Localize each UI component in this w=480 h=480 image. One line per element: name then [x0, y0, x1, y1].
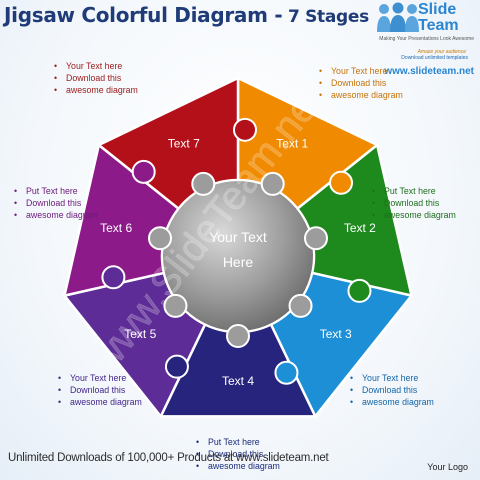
puzzle-knob-4 [164, 354, 189, 379]
callout-top-left-line3: awesome diagram [54, 84, 138, 96]
callout-mid-left-line1: Put Text here [14, 185, 98, 197]
callout-top-left-line1: Your Text here [54, 60, 138, 72]
callout-bottom-center-line3: awesome diagram [196, 460, 280, 472]
piece-label-6: Text 6 [100, 221, 132, 235]
logo-amaze: Amaze your audience [417, 49, 466, 55]
center-hub-knobs [148, 171, 328, 348]
piece-label-4: Text 4 [222, 374, 254, 388]
logo-brand-line2: Team [418, 17, 459, 34]
hub-knob-2 [303, 226, 328, 251]
center-text-line1: Your Text [209, 229, 267, 245]
hub-knob-7 [191, 171, 216, 196]
piece-label-5: Text 5 [124, 327, 156, 341]
callout-mid-right-line1: Put Text here [372, 185, 456, 197]
callout-mid-left-line2: Download this [14, 197, 98, 209]
logo-url: www.slideteam.net [384, 66, 474, 77]
page-title: Jigsaw Colorful Diagram - 7 Stages [4, 3, 369, 27]
logo-download: Download unlimited templates [401, 55, 468, 61]
people-icon [377, 2, 419, 32]
piece-label-2: Text 2 [344, 221, 376, 235]
hub-knob-6 [148, 226, 173, 251]
callout-top-left: Your Text here Download this awesome dia… [54, 60, 138, 96]
callout-top-right-line3: awesome diagram [319, 89, 403, 101]
callout-bottom-right-line1: Your Text here [350, 372, 434, 384]
callout-top-right: Your Text here Download this awesome dia… [319, 65, 403, 101]
piece-label-3: Text 3 [320, 327, 352, 341]
callout-bottom-left-line2: Download this [58, 384, 142, 396]
puzzle-knob-2 [347, 278, 372, 303]
callout-bottom-right: Your Text here Download this awesome dia… [350, 372, 434, 408]
logo-tagline: Making Your Presentations Look Awesome [379, 36, 474, 42]
hub-knob-4 [226, 324, 250, 348]
center-text-line2: Here [223, 254, 254, 270]
callout-mid-right-line2: Download this [372, 197, 456, 209]
callout-bottom-center-line1: Put Text here [196, 436, 280, 448]
callout-bottom-right-line3: awesome diagram [350, 396, 434, 408]
puzzle-knob-7 [233, 117, 257, 142]
footer-text: Unlimited Downloads of 100,000+ Products… [8, 452, 329, 464]
callout-top-right-line2: Download this [319, 77, 403, 89]
logo-brand: Slide Team [418, 2, 459, 34]
callout-top-right-line1: Your Text here [319, 65, 403, 77]
puzzle-knob-5 [101, 265, 126, 290]
callout-bottom-right-line2: Download this [350, 384, 434, 396]
callout-bottom-center: Put Text here Download this awesome diag… [196, 436, 280, 472]
callout-mid-left-line3: awesome diagram [14, 209, 98, 221]
puzzle-knob-1 [329, 170, 354, 195]
callout-mid-right-line3: awesome diagram [372, 209, 456, 221]
hub-knob-5 [163, 293, 188, 318]
title-main: Jigsaw Colorful Diagram - [4, 3, 283, 27]
callout-bottom-center-line2: Download this [196, 448, 280, 460]
slideteam-logo: Slide Team Making Your Presentations Loo… [376, 2, 474, 80]
puzzle-knobs [101, 117, 372, 385]
title-sub: 7 Stages [282, 7, 369, 27]
callout-top-left-line2: Download this [54, 72, 138, 84]
your-logo-placeholder: Your Logo [427, 462, 468, 472]
piece-label-7: Text 7 [168, 136, 200, 150]
piece-label-1: Text 1 [276, 136, 308, 150]
hub-knob-3 [288, 293, 313, 318]
hub-knob-1 [260, 171, 285, 196]
callout-bottom-left: Your Text here Download this awesome dia… [58, 372, 142, 408]
puzzle-knob-3 [274, 360, 299, 385]
piece-labels: Text 1 Text 2 Text 3 Text 4 Text 5 Text 6 Text… [100, 136, 376, 388]
puzzle-knob-6 [131, 159, 156, 184]
callout-bottom-left-line3: awesome diagram [58, 396, 142, 408]
callout-bottom-left-line1: Your Text here [58, 372, 142, 384]
callout-mid-left: Put Text here Download this awesome diag… [14, 185, 98, 221]
callout-mid-right: Put Text here Download this awesome diag… [372, 185, 456, 221]
logo-brand-line1: Slide [418, 1, 457, 18]
